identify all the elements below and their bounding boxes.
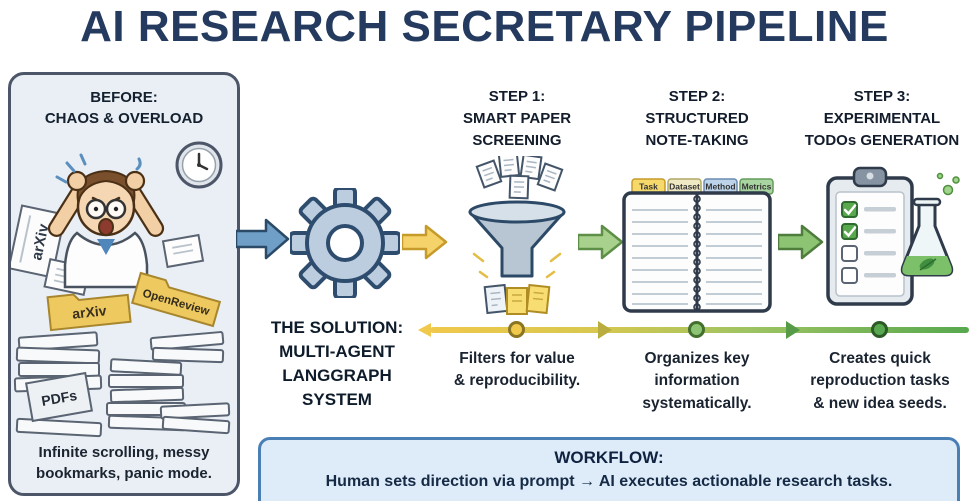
flask-icon xyxy=(900,172,960,277)
folder-arxiv: arXiv xyxy=(46,293,132,332)
incoming-papers xyxy=(475,156,564,200)
clipboard-icon xyxy=(826,166,960,306)
timeline-dot-step2 xyxy=(688,321,705,338)
stressed-researcher xyxy=(47,153,165,289)
checklist xyxy=(841,201,896,284)
step1-header: STEP 1: SMART PAPER SCREENING xyxy=(462,88,572,149)
before-caption: Infinite scrolling, messy bookmarks, pan… xyxy=(36,443,212,483)
timeline-dot-step3 xyxy=(871,321,888,338)
workflow-title: WORKFLOW: xyxy=(554,448,664,467)
step1-caption: Filters for value & reproducibility. xyxy=(453,350,581,390)
step2-caption: Organizes key information systematically… xyxy=(642,350,752,412)
notebook-tabs: Task Dataset Method Metrics xyxy=(631,178,774,195)
before-panel: BEFORE: CHAOS & OVERLOAD arXiv xyxy=(8,72,240,496)
solution-label: THE SOLUTION: MULTI-AGENT LANGGRAPH SYST… xyxy=(270,318,404,410)
paper-stacks xyxy=(13,331,231,438)
clock-icon xyxy=(175,141,223,189)
timeline-dot-step1 xyxy=(508,321,525,338)
green-arrow-icon-2 xyxy=(778,224,824,260)
funnel-icon xyxy=(468,156,566,315)
step3-caption: Creates quick reproduction tasks & new i… xyxy=(810,350,950,412)
workflow-text: Human sets direction via prompt → AI exe… xyxy=(325,473,893,490)
yellow-arrow-icon xyxy=(402,224,448,260)
filtered-papers xyxy=(483,283,551,315)
blue-arrow-icon xyxy=(236,218,290,260)
chaos-illustration: arXiv xyxy=(11,141,231,438)
tab-method: Method xyxy=(705,182,735,192)
step3-header: STEP 3: EXPERIMENTAL TODOs GENERATION xyxy=(804,88,960,149)
timeline-start-point xyxy=(418,323,431,337)
folder-openreview: OpenReview xyxy=(130,271,222,328)
step2-header: STEP 2: STRUCTURED NOTE-TAKING xyxy=(645,88,749,149)
notebook-icon: Task Dataset Method Metrics xyxy=(622,178,774,313)
paper-label-pdfs: PDFs xyxy=(40,387,78,409)
tab-task: Task xyxy=(639,182,658,192)
page-title: AI RESEARCH SECRETARY PIPELINE xyxy=(80,2,889,51)
folder-label-arxiv: arXiv xyxy=(71,302,107,322)
timeline-chevron-1 xyxy=(598,321,612,339)
timeline-chevron-2 xyxy=(786,321,800,339)
spiral-binding xyxy=(693,195,701,311)
green-arrow-icon-1 xyxy=(578,224,624,260)
before-heading: BEFORE: CHAOS & OVERLOAD xyxy=(44,89,204,127)
gear-icon xyxy=(290,188,400,298)
workflow-box: WORKFLOW: Human sets direction via promp… xyxy=(258,437,960,501)
tab-metrics: Metrics xyxy=(742,182,772,192)
tab-dataset: Dataset xyxy=(669,182,700,192)
paper-pdfs: PDFs xyxy=(24,371,94,423)
